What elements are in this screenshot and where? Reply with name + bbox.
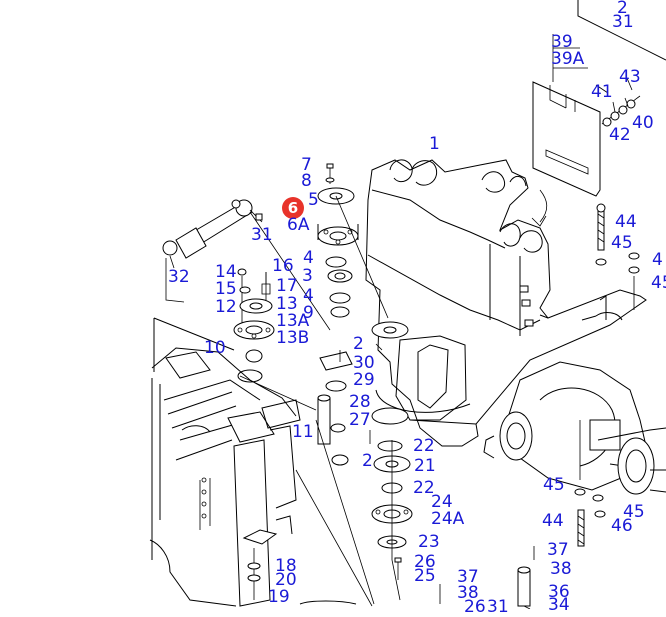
part-label-45[interactable]: 45 xyxy=(623,502,645,522)
part-label-1[interactable]: 1 xyxy=(429,134,440,154)
part-label-5[interactable]: 5 xyxy=(308,190,319,210)
part-label-31[interactable]: 31 xyxy=(487,597,509,617)
part-label-6a[interactable]: 6A xyxy=(287,215,310,235)
part-label-40[interactable]: 40 xyxy=(632,113,654,133)
part-label-26[interactable]: 26 xyxy=(414,552,436,572)
part-label-36[interactable]: 36 xyxy=(548,582,570,602)
part-label-17[interactable]: 17 xyxy=(276,276,298,296)
part-label-13[interactable]: 13 xyxy=(276,294,298,314)
part-label-4[interactable]: 4 xyxy=(303,248,314,268)
part-label-39a[interactable]: 39A xyxy=(551,49,585,69)
part-label-10[interactable]: 10 xyxy=(204,338,226,358)
part-label-15[interactable]: 15 xyxy=(215,279,237,299)
part-label-22[interactable]: 22 xyxy=(413,478,435,498)
part-label-37[interactable]: 37 xyxy=(547,540,569,560)
part-label-9[interactable]: 9 xyxy=(303,303,314,323)
plate-39 xyxy=(532,81,601,197)
part-label-32[interactable]: 32 xyxy=(168,267,190,287)
part-label-12[interactable]: 12 xyxy=(215,297,237,317)
part-label-24[interactable]: 24 xyxy=(431,492,453,512)
part-label-23[interactable]: 23 xyxy=(418,532,440,552)
part-label-16[interactable]: 16 xyxy=(272,256,294,276)
part-label-4[interactable]: 4 xyxy=(303,286,314,306)
part-label-14[interactable]: 14 xyxy=(215,262,237,282)
part-label-21[interactable]: 21 xyxy=(414,456,436,476)
part-label-29[interactable]: 29 xyxy=(353,370,375,390)
part-label-7[interactable]: 7 xyxy=(301,155,312,175)
part-label-2[interactable]: 2 xyxy=(362,451,373,471)
part-label-31[interactable]: 31 xyxy=(251,225,273,245)
part-label-24a[interactable]: 24A xyxy=(431,509,465,529)
part-label-46[interactable]: 46 xyxy=(611,516,633,536)
part-label-45[interactable]: 45 xyxy=(611,233,633,253)
part-label-19[interactable]: 19 xyxy=(268,587,290,607)
part-label-41[interactable]: 41 xyxy=(591,82,613,102)
part-label-42[interactable]: 42 xyxy=(609,125,631,145)
part-label-28[interactable]: 28 xyxy=(349,392,371,412)
part-label-39[interactable]: 39 xyxy=(551,32,573,52)
part-label-31[interactable]: 31 xyxy=(612,12,634,32)
part-label-27[interactable]: 27 xyxy=(349,410,371,430)
part-label-45[interactable]: 45 xyxy=(543,475,565,495)
part-label-22[interactable]: 22 xyxy=(413,436,435,456)
part-label-8[interactable]: 8 xyxy=(301,171,312,191)
part-label-43[interactable]: 43 xyxy=(619,67,641,87)
part-label-11[interactable]: 11 xyxy=(292,422,314,442)
part-label-2[interactable]: 2 xyxy=(353,334,364,354)
part-label-20[interactable]: 20 xyxy=(275,570,297,590)
part-label-30[interactable]: 30 xyxy=(353,353,375,373)
part-label-38[interactable]: 38 xyxy=(550,559,572,579)
part-label-18[interactable]: 18 xyxy=(275,556,297,576)
part-label-45[interactable]: 45 xyxy=(651,273,666,293)
part-label-2[interactable]: 2 xyxy=(617,0,628,18)
part-label-4[interactable]: 4 xyxy=(652,250,663,270)
part-label-25[interactable]: 25 xyxy=(414,566,436,586)
highlight-marker-6[interactable]: 6 xyxy=(282,197,304,219)
part-label-38[interactable]: 38 xyxy=(457,583,479,603)
part-label-44[interactable]: 44 xyxy=(615,212,637,232)
part-label-13b[interactable]: 13B xyxy=(276,328,310,348)
part-label-13a[interactable]: 13A xyxy=(276,311,310,331)
part-label-37[interactable]: 37 xyxy=(457,567,479,587)
part-label-44[interactable]: 44 xyxy=(542,511,564,531)
part-label-3[interactable]: 3 xyxy=(302,266,313,286)
main-frame xyxy=(365,159,647,447)
